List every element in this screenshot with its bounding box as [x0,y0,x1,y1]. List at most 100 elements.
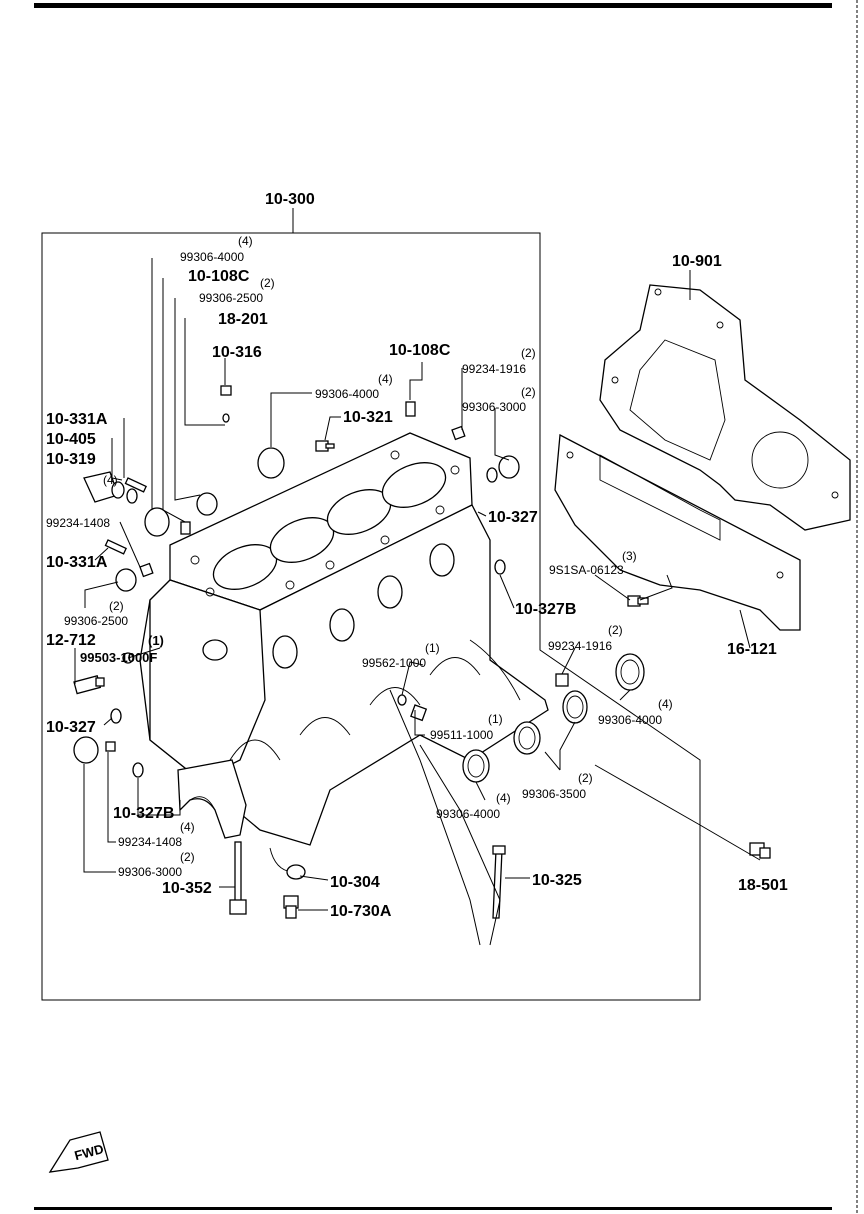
label-10-108c-a: 10-108C [188,268,250,285]
label-99234-1916-a-qty: (2) [521,346,536,360]
label-99234-1408-a: 99234-1408 [46,516,110,530]
core-plug-99306-4000-b [257,447,285,479]
label-10-331a-b: 10-331A [46,554,108,571]
seal-99306-3500-a [562,690,588,724]
tube-10-325 [492,845,506,919]
label-99306-4000-a: 99306-4000 [180,250,244,264]
label-99306-3500-qty: (2) [578,771,593,785]
label-12-712: 12-712 [46,632,96,649]
plug-10-327-b [110,708,122,724]
bottom-border-bar [34,1207,832,1210]
label-10-300: 10-300 [265,191,315,208]
label-99503-qty: (1) [148,633,164,648]
bolt-10-321 [315,440,335,452]
bolt-10-730a [283,895,299,919]
label-16-121: 16-121 [727,641,777,658]
label-10-331a-a: 10-331A [46,411,108,428]
label-99306-2500-b: 99306-2500 [64,614,128,628]
label-9s1sa-qty: (3) [622,549,637,563]
core-plug-99306-2500-b [115,568,137,592]
seal-99306-4000-d [462,749,490,783]
label-99306-4000-d-qty: (4) [496,791,511,805]
label-99562-1000: 99562-1000 [362,656,426,670]
part-10-331a-stud-a [124,477,147,493]
label-99306-3000-b: 99306-3000 [118,865,182,879]
seal-99306-4000-c [615,653,645,691]
label-99562-1000-qty: (1) [425,641,440,655]
label-10-319: 10-319 [46,451,96,468]
label-99503-1000f: 99503-1000F [80,650,157,665]
bolt-10-352 [229,841,247,915]
part-10-331a-stud-b [104,539,127,555]
label-99306-2500-a-qty: (2) [260,276,275,290]
cylinder-block-drawing [139,432,549,846]
dowel-99234-1916-b [555,673,569,687]
label-99234-1916-b-qty: (2) [608,623,623,637]
washer-99562-1000 [397,694,407,706]
label-99234-1916-a: 99234-1916 [462,362,526,376]
label-99306-3500: 99306-3500 [522,787,586,801]
label-99306-3000-b-qty: (2) [180,850,195,864]
label-10-108c-b: 10-108C [389,342,451,359]
main-bearing-cap [177,759,247,839]
label-99306-4000-b-qty: (4) [378,372,393,386]
dowel-99234-1916-a [451,425,466,441]
seal-99306-3500-b [513,721,541,755]
label-18-501: 18-501 [738,877,788,894]
label-10-352: 10-352 [162,880,212,897]
dowel-99234-1408-a [139,562,154,578]
dowel-10-108c-b [405,401,416,417]
label-99511-1000-qty: (1) [488,712,503,726]
label-10-325: 10-325 [532,872,582,889]
label-10-327b-b: 10-327B [113,805,174,822]
pipe-10-304 [269,847,306,880]
core-plug-99306-2500-a [196,492,218,516]
top-border-bar [34,3,832,8]
label-99306-4000-b: 99306-4000 [315,387,379,401]
label-fwd: FWD [73,1141,105,1163]
label-10-901: 10-901 [672,253,722,270]
label-99306-4000-c-qty: (4) [658,697,673,711]
core-plug-99306-4000-a [144,507,170,537]
assembly-frame [41,208,701,1001]
label-99511-1000: 99511-1000 [430,728,493,742]
label-10-319-qty: (4) [103,473,118,487]
label-99306-2500-b-qty: (2) [109,599,124,613]
label-18-201: 18-201 [218,311,268,328]
bolt-10-316 [220,385,232,423]
label-99234-1408-b: 99234-1408 [118,835,182,849]
label-10-327b-a: 10-327B [515,601,576,618]
label-99234-1408-b-qty: (4) [180,820,195,834]
plug-10-327-a [486,467,498,483]
label-10-327-a: 10-327 [488,509,538,526]
sensor-18-501 [749,842,771,859]
part-10-319-sensor [83,471,125,503]
label-10-304: 10-304 [330,874,380,891]
dowel-99234-1408-b [105,741,116,752]
label-9s1sa-06123: 9S1SA-06123 [549,563,624,577]
callout-labels: 10-300 10-901 16-121 (3) 9S1SA-06123 18-… [46,191,788,1163]
plug-10-327b-b [132,762,144,778]
part-10-405-washer [126,488,138,504]
label-10-405: 10-405 [46,431,96,448]
label-10-327-b: 10-327 [46,719,96,736]
seal-ring-front [73,736,99,764]
plate-16-121-drawing [554,433,801,631]
core-plug-99306-3000-a [498,455,520,479]
sender-12-712 [73,674,105,695]
label-99306-4000-c: 99306-4000 [598,713,662,727]
label-99234-1916-b: 99234-1916 [548,639,612,653]
label-99306-4000-a-qty: (4) [238,234,253,248]
plug-10-327b-a [494,559,506,575]
gasket-10-901-drawing [599,284,851,531]
label-10-321: 10-321 [343,409,393,426]
bolt-9s1sa-06123 [627,595,649,607]
label-99306-4000-d: 99306-4000 [436,807,500,821]
label-99306-3000-a: 99306-3000 [462,400,526,414]
label-10-730a: 10-730A [330,903,392,920]
label-99306-2500-a: 99306-2500 [199,291,263,305]
leader-lines [74,258,761,946]
fwd-arrow-icon [48,1131,109,1173]
label-99306-3000-a-qty: (2) [521,385,536,399]
